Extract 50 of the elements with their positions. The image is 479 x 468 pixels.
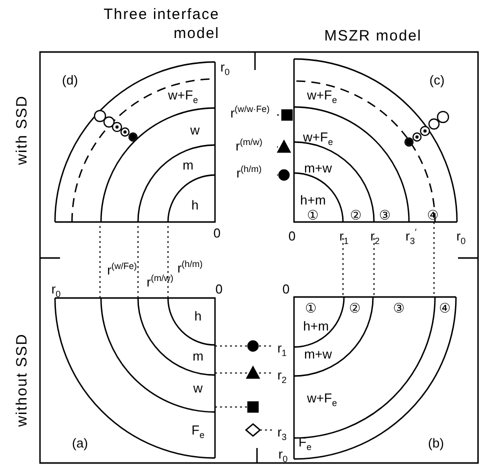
- region-label: w: [190, 122, 200, 138]
- zone-number: ②: [350, 208, 362, 222]
- region-label: h: [194, 308, 202, 324]
- column-heading: Three interface model: [102, 5, 220, 43]
- radius-label: r$^{(h/m)}$: [177, 260, 203, 276]
- region-label: w: [193, 380, 203, 396]
- panel-label: (c): [429, 72, 445, 88]
- panel-label: (a): [72, 436, 88, 450]
- radius-label: r$_{2}$: [277, 368, 287, 382]
- radius-label: r$^{(m/w)}$: [236, 138, 262, 154]
- radius-label: r$_{0}$: [278, 446, 288, 462]
- radius-label: r$_{1}$: [277, 340, 287, 356]
- row-heading: with SSD: [12, 95, 32, 165]
- zone-number: ④: [439, 300, 451, 316]
- axis-label: 0: [215, 282, 223, 296]
- radius-label: r$_{1}$: [339, 228, 349, 244]
- axis-label: 0: [282, 282, 290, 296]
- column-heading: MSZR model: [324, 26, 422, 46]
- zone-number: ①: [307, 208, 319, 222]
- region-label: m+w: [304, 160, 332, 176]
- zone-number: ③: [379, 208, 391, 222]
- region-label: w+F$_{e}$: [168, 88, 198, 102]
- zone-number: ①: [305, 300, 317, 316]
- axis-label: 0: [213, 226, 221, 240]
- region-label: w+F$_{e}$: [307, 390, 337, 406]
- region-label: h+m: [303, 318, 329, 334]
- region-label: F$_{e}$: [192, 422, 204, 438]
- panel-label: (b): [428, 436, 444, 450]
- zone-number: ④: [427, 208, 439, 222]
- radius-label: r$_{0}$: [51, 282, 61, 296]
- radius-label: r$_{2}$: [370, 228, 380, 244]
- region-label: m: [182, 158, 194, 172]
- radius-label: r$^{(w/Fe)}$: [107, 262, 137, 278]
- radius-label: r$_{0}$: [456, 228, 466, 244]
- radius-label: r$_{3}$: [277, 424, 287, 440]
- radius-label: r$^{(h/m)}$: [236, 166, 262, 180]
- radius-label: r$^{(w/w·Fe)}$: [230, 106, 270, 120]
- axis-label: 0: [288, 228, 296, 244]
- row-heading: without SSD: [12, 333, 32, 427]
- region-label: h: [191, 198, 199, 212]
- region-label: h+m: [300, 192, 326, 208]
- panel-label: (d): [62, 72, 78, 88]
- radius-label: r$^{(m/w)}$: [146, 274, 174, 290]
- region-label: w+F$_{e}$: [307, 88, 337, 102]
- zone-number: ②: [349, 300, 361, 316]
- region-label: m: [192, 348, 204, 364]
- radius-label: r$_{0}$: [220, 60, 230, 74]
- zone-number: ③: [393, 300, 405, 316]
- region-label: w+F$_{e}$: [303, 130, 333, 144]
- region-label: m+w: [304, 346, 332, 362]
